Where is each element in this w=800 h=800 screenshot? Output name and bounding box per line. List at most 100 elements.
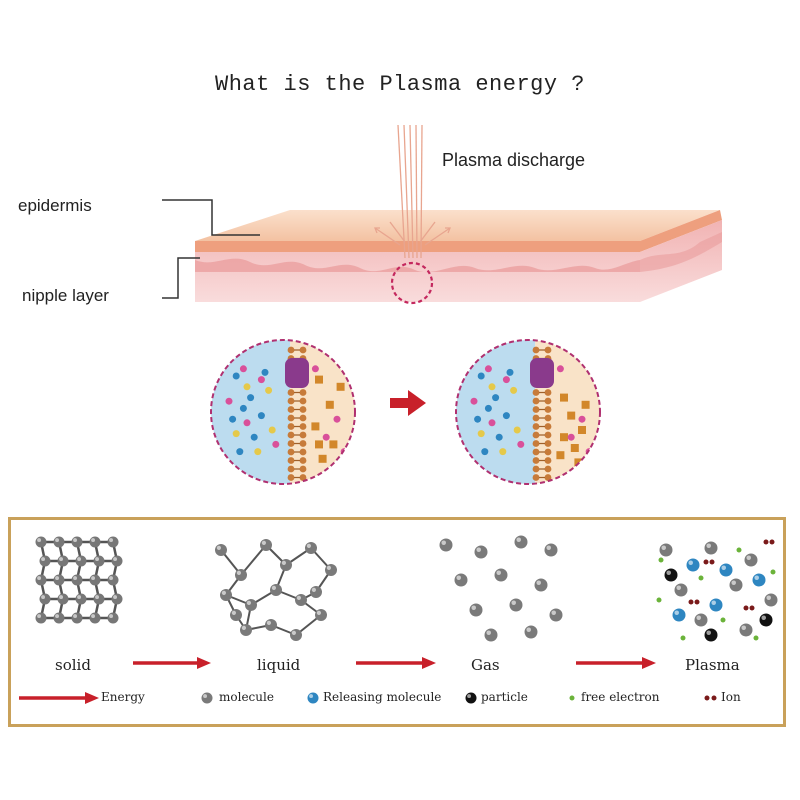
ion-dot	[265, 386, 273, 394]
plasma-molecule-shine	[741, 625, 746, 630]
membrane-head	[299, 406, 307, 413]
gas-molecule-shine	[476, 547, 481, 552]
gas-molecule	[544, 543, 558, 557]
membrane-head	[287, 474, 295, 481]
gas-molecule-body	[524, 625, 538, 639]
plasma-molecule-body	[674, 583, 688, 597]
plasma-particle-body	[664, 568, 678, 582]
gas-molecule-shine	[516, 537, 521, 542]
ion-dot	[239, 365, 247, 373]
ion-dot	[243, 419, 251, 427]
legend-molecule-icon-shine	[203, 694, 207, 698]
solid-molecule	[93, 593, 105, 605]
gas-molecule-body	[454, 573, 468, 587]
solid-molecule	[53, 612, 65, 624]
membrane-head	[544, 440, 552, 447]
ion-dot	[481, 448, 489, 456]
liquid-molecule-body	[260, 539, 272, 551]
legend-energy-arrow-head	[85, 692, 99, 704]
solid-molecule	[39, 555, 51, 567]
liquid-molecule-shine	[296, 595, 301, 600]
plasma-ion	[703, 559, 709, 565]
solid-molecule-shine	[73, 538, 77, 542]
membrane-head	[532, 465, 540, 473]
intracellular-molecule	[560, 433, 568, 442]
gas-molecule-body	[469, 603, 483, 617]
liquid-molecule-shine	[306, 543, 311, 548]
plasma-particle	[759, 613, 773, 627]
liquid-molecule	[240, 624, 252, 636]
solid-molecule	[35, 536, 47, 548]
ion-dot	[477, 372, 485, 380]
magnify-outline	[455, 339, 601, 485]
extracellular-region	[456, 340, 536, 484]
liquid-molecule-body	[310, 586, 322, 598]
plasma-particle-shine	[666, 570, 671, 575]
ion-dot	[502, 412, 510, 420]
plasma-free-electron	[698, 575, 704, 581]
liquid-molecule-shine	[246, 600, 251, 605]
membrane-head	[532, 346, 540, 354]
states-of-matter-panel: solid liquid Gas Plasma Energy molecule …	[8, 517, 786, 727]
ion-dot	[268, 426, 276, 434]
liquid-molecule	[325, 564, 337, 576]
gas-molecule	[509, 598, 523, 612]
gas-molecule-body	[484, 628, 498, 642]
solid-molecule	[111, 555, 123, 567]
page-title: What is the Plasma energy ?	[215, 72, 585, 97]
membrane-head	[287, 389, 295, 396]
membrane-head	[532, 389, 540, 396]
plasma-releasing-molecule	[719, 563, 733, 577]
legend-particle-label: particle	[481, 690, 528, 704]
liquid-molecule	[270, 584, 282, 596]
liquid-molecule	[215, 544, 227, 556]
plasma-free-electron	[680, 635, 686, 641]
solid-molecule-shine	[37, 614, 41, 618]
energy-arrow-2-head	[422, 657, 436, 669]
solid-molecule-shine	[37, 538, 41, 542]
liquid-molecule-shine	[291, 630, 296, 635]
plasma-free-electron	[656, 597, 662, 603]
liquid-molecule-shine	[231, 610, 236, 615]
legend-releasing-molecule-icon-body	[307, 692, 319, 704]
liquid-molecule-body	[245, 599, 257, 611]
ion-dot	[232, 430, 240, 438]
membrane-head	[299, 423, 307, 430]
plasma-releasing-molecule	[686, 558, 700, 572]
ion-dot	[236, 448, 244, 456]
skin-top-surface	[195, 210, 720, 241]
solid-molecule-shine	[77, 595, 81, 599]
free-electron-icon	[569, 695, 575, 701]
membrane-head	[287, 465, 295, 473]
plasma-molecule	[764, 593, 778, 607]
solid-molecule	[39, 593, 51, 605]
solid-molecule	[35, 612, 47, 624]
solid-molecule-body	[111, 593, 123, 605]
plasma-particle-shine	[761, 615, 766, 620]
plasma-particle-body	[759, 613, 773, 627]
membrane-head	[544, 474, 552, 481]
intracellular-molecule	[315, 440, 323, 449]
plasma-molecule-shine	[766, 595, 771, 600]
membrane-head	[532, 406, 540, 413]
energy-arrow-1-head	[197, 657, 211, 669]
plasma-releasing-molecule	[709, 598, 723, 612]
solid-molecule-body	[75, 593, 87, 605]
plasma-particle-shine	[706, 630, 711, 635]
gas-molecule	[469, 603, 483, 617]
solid-molecule	[93, 555, 105, 567]
nipple-layer-label: nipple layer	[22, 286, 109, 305]
solid-molecule-body	[111, 555, 123, 567]
liquid-molecule-body	[235, 569, 247, 581]
ion-dot	[499, 448, 507, 456]
plasma-molecule	[659, 543, 673, 557]
plasma-molecule-body	[739, 623, 753, 637]
plasma-releasing-molecule-body	[719, 563, 733, 577]
plasma-discharge-beams	[397, 124, 423, 259]
liquid-molecule-shine	[241, 625, 246, 630]
liquid-molecule	[290, 629, 302, 641]
liquid-molecule-body	[280, 559, 292, 571]
liquid-molecule-body	[290, 629, 302, 641]
membrane-head	[299, 397, 307, 405]
ion-dot	[239, 404, 247, 412]
